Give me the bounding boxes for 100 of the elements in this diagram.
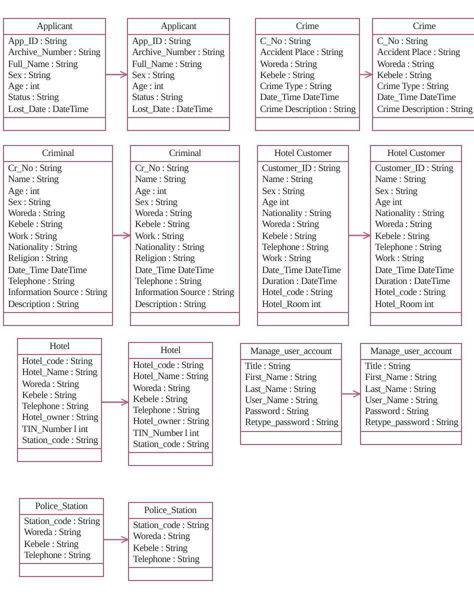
attribute: Customer_ID : String <box>375 163 454 174</box>
attribute: Full_Name : String <box>132 58 202 70</box>
attribute: App_ID : String <box>132 36 191 48</box>
attribute: Telephone : String <box>22 401 88 412</box>
attribute: Woreda : String <box>133 382 190 394</box>
attribute: Description : String <box>8 298 79 310</box>
attribute: Title : String <box>365 361 410 372</box>
attribute: Customer_ID : String <box>262 163 340 174</box>
attribute: Date_Time DateTime <box>262 264 341 276</box>
attribute: Crime Description : String <box>377 104 473 116</box>
attribute: Age int <box>375 196 402 208</box>
attribute: Duration : DateTime <box>375 276 450 288</box>
class-name: Applicant <box>128 19 229 35</box>
attribute: Station_code : String <box>133 439 209 450</box>
attribute: Last_Name : String <box>245 384 316 395</box>
attribute: Sex : String <box>8 70 50 82</box>
attribute: Status : String <box>8 92 59 104</box>
attribute: Hotel_code : String <box>375 287 446 299</box>
attribute: Telephone : String <box>262 242 328 254</box>
arrow <box>342 390 361 398</box>
arrow <box>106 70 128 78</box>
attribute: Cr_No : String <box>8 163 62 174</box>
class-name: Hotel Customer <box>258 146 348 162</box>
attribute: Sex : String <box>262 186 304 197</box>
class-box <box>3 18 106 132</box>
attribute: Date_Time DateTime <box>377 92 456 104</box>
attribute: C_No : String <box>260 36 311 48</box>
attribute: Status : String <box>132 92 183 104</box>
attribute: App_ID : String <box>8 36 67 48</box>
attribute: Hotel_code : String <box>262 287 332 299</box>
attribute: Nationality : String <box>8 242 78 254</box>
attribute: Sex : String <box>135 196 178 208</box>
class-box <box>360 343 462 445</box>
attribute: Kebele : String <box>133 394 188 406</box>
attribute: Sex : String <box>8 196 50 208</box>
attribute: Lost_Date : DateTime <box>132 104 212 116</box>
attribute: Kebele : String <box>22 390 76 402</box>
attribute: Work : String <box>262 253 311 265</box>
attribute: Station_code : String <box>24 516 100 528</box>
attribute: Full_Name : String <box>8 58 78 70</box>
attribute: Woreda : String <box>133 531 190 543</box>
arrow <box>349 232 371 240</box>
arrow <box>360 70 373 78</box>
arrow <box>102 398 129 406</box>
attribute: TIN_Number l int <box>22 424 88 436</box>
attribute: Telephone : String <box>135 276 202 288</box>
attribute: Retype_password : String <box>365 417 458 429</box>
arrow <box>104 536 129 544</box>
class-name: Crime <box>373 19 474 35</box>
class-name: Hotel Customer <box>371 146 461 162</box>
class-box <box>3 145 113 326</box>
attribute: Telephone : String <box>375 242 442 254</box>
attribute: Woreda : String <box>260 58 317 70</box>
attribute: Sex : String <box>375 186 418 197</box>
attribute: Sex : String <box>132 70 174 82</box>
attribute: User_Name : String <box>245 394 318 406</box>
attribute: Password : String <box>245 406 308 418</box>
attribute: Age : int <box>8 81 40 92</box>
class-name: Manage_user_account <box>361 344 462 360</box>
attribute: Archive_Number : String <box>8 47 100 59</box>
attribute: Woreda : String <box>262 219 319 231</box>
attribute: Telephone : String <box>8 276 74 288</box>
class-box <box>372 18 474 132</box>
attribute: Telephone : String <box>24 550 90 562</box>
attribute: Nationality : String <box>135 242 204 254</box>
attribute: Hotel_Name : String <box>133 371 208 383</box>
attribute: Description : String <box>135 298 206 310</box>
class-name: Criminal <box>4 146 112 162</box>
attribute: Information Source : String <box>135 287 234 299</box>
attribute: Name : String <box>262 174 313 186</box>
attribute: Woreda : String <box>375 219 432 231</box>
attribute: Hotel_Name : String <box>22 367 98 379</box>
attribute: Crime Description : String <box>260 104 356 116</box>
class-box <box>127 18 230 132</box>
attribute: Woreda : String <box>377 58 434 70</box>
attribute: Password : String <box>365 406 428 418</box>
attribute: Name : String <box>375 174 426 186</box>
attribute: Retype_password : String <box>245 417 338 429</box>
class-box <box>370 145 462 326</box>
attribute: Hotel_Room int <box>375 298 434 310</box>
attribute: Archive_Number : String <box>132 47 224 59</box>
attribute: Kebele : String <box>377 70 432 82</box>
attribute: Work : String <box>375 253 424 265</box>
attribute: Woreda : String <box>8 208 65 220</box>
attribute: Age : int <box>8 186 40 197</box>
attribute: Date_Time DateTime <box>375 264 454 276</box>
attribute: Lost_Date : DateTime <box>8 104 88 116</box>
class-box <box>255 18 360 132</box>
attribute: Woreda : String <box>135 208 192 220</box>
class-name: Criminal <box>131 146 239 162</box>
class-name: Applicant <box>4 19 105 35</box>
class-box <box>17 338 102 462</box>
attribute: Hotel_Room int <box>262 298 321 310</box>
attribute: Religion : String <box>135 253 195 265</box>
attribute: TIN_Number l int <box>133 428 199 440</box>
attribute: Station_code : String <box>22 435 98 446</box>
attribute: Title : String <box>245 361 290 372</box>
class-name: Police_Station <box>20 499 103 515</box>
class-name: Manage_user_account <box>241 344 342 360</box>
attribute: Crime Type : String <box>260 81 332 92</box>
